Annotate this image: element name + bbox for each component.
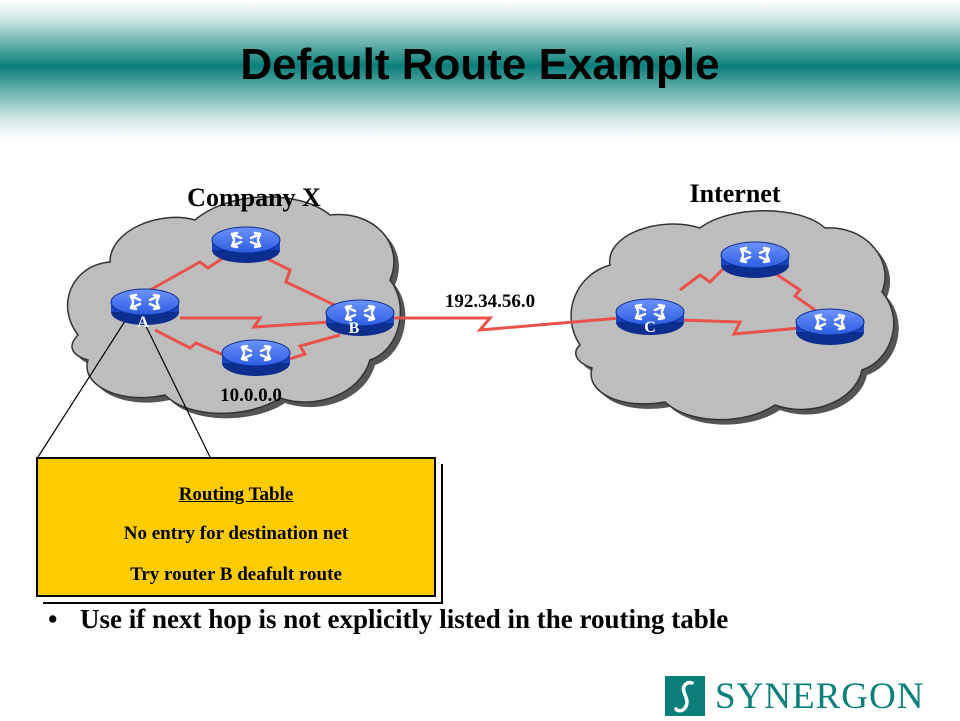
router-internet-right [794, 307, 866, 347]
header-band [0, 0, 960, 140]
link-top-right [769, 268, 823, 317]
link-a-bottom [154, 328, 231, 360]
callout-line-right [141, 317, 211, 458]
internet-cloud [570, 210, 899, 425]
link-a-b [180, 316, 331, 329]
company-label: Company X [187, 183, 321, 212]
router-b [324, 298, 396, 338]
synergon-logo: SYNERGON [665, 676, 955, 717]
network-links [149, 248, 823, 364]
router-company-bottom [220, 338, 292, 378]
bullet-text: Use if next hop is not explicitly listed… [80, 604, 729, 634]
routing-table-line2: Try router B deafult route [130, 564, 342, 585]
link-top-b [259, 253, 346, 312]
router-company-top [210, 225, 282, 265]
routing-table-line1: No entry for destination net [123, 523, 349, 544]
router-internet-top [719, 240, 791, 280]
link-bottom-b [279, 333, 341, 364]
logo-text: SYNERGON [715, 676, 925, 717]
company-cloud [66, 196, 406, 419]
link-c-top [679, 260, 732, 292]
link-b-c [375, 316, 621, 332]
bullet-dot-icon: • [48, 604, 58, 634]
link-c-right [679, 318, 801, 336]
page-title: Default Route Example [240, 40, 720, 89]
callout-line-left [37, 317, 128, 458]
internet-label: Internet [690, 179, 781, 208]
internal-network-label: 10.0.0.0 [220, 385, 282, 406]
router-b-label: B [349, 320, 360, 337]
router-a-label: A [137, 314, 149, 331]
router-c-label: C [644, 319, 656, 336]
link-network-label: 192.34.56.0 [445, 291, 535, 312]
synergon-logo-icon [665, 676, 705, 716]
routing-table-box: Routing Table No entry for destination n… [36, 457, 436, 597]
routing-table-title: Routing Table [178, 484, 294, 505]
